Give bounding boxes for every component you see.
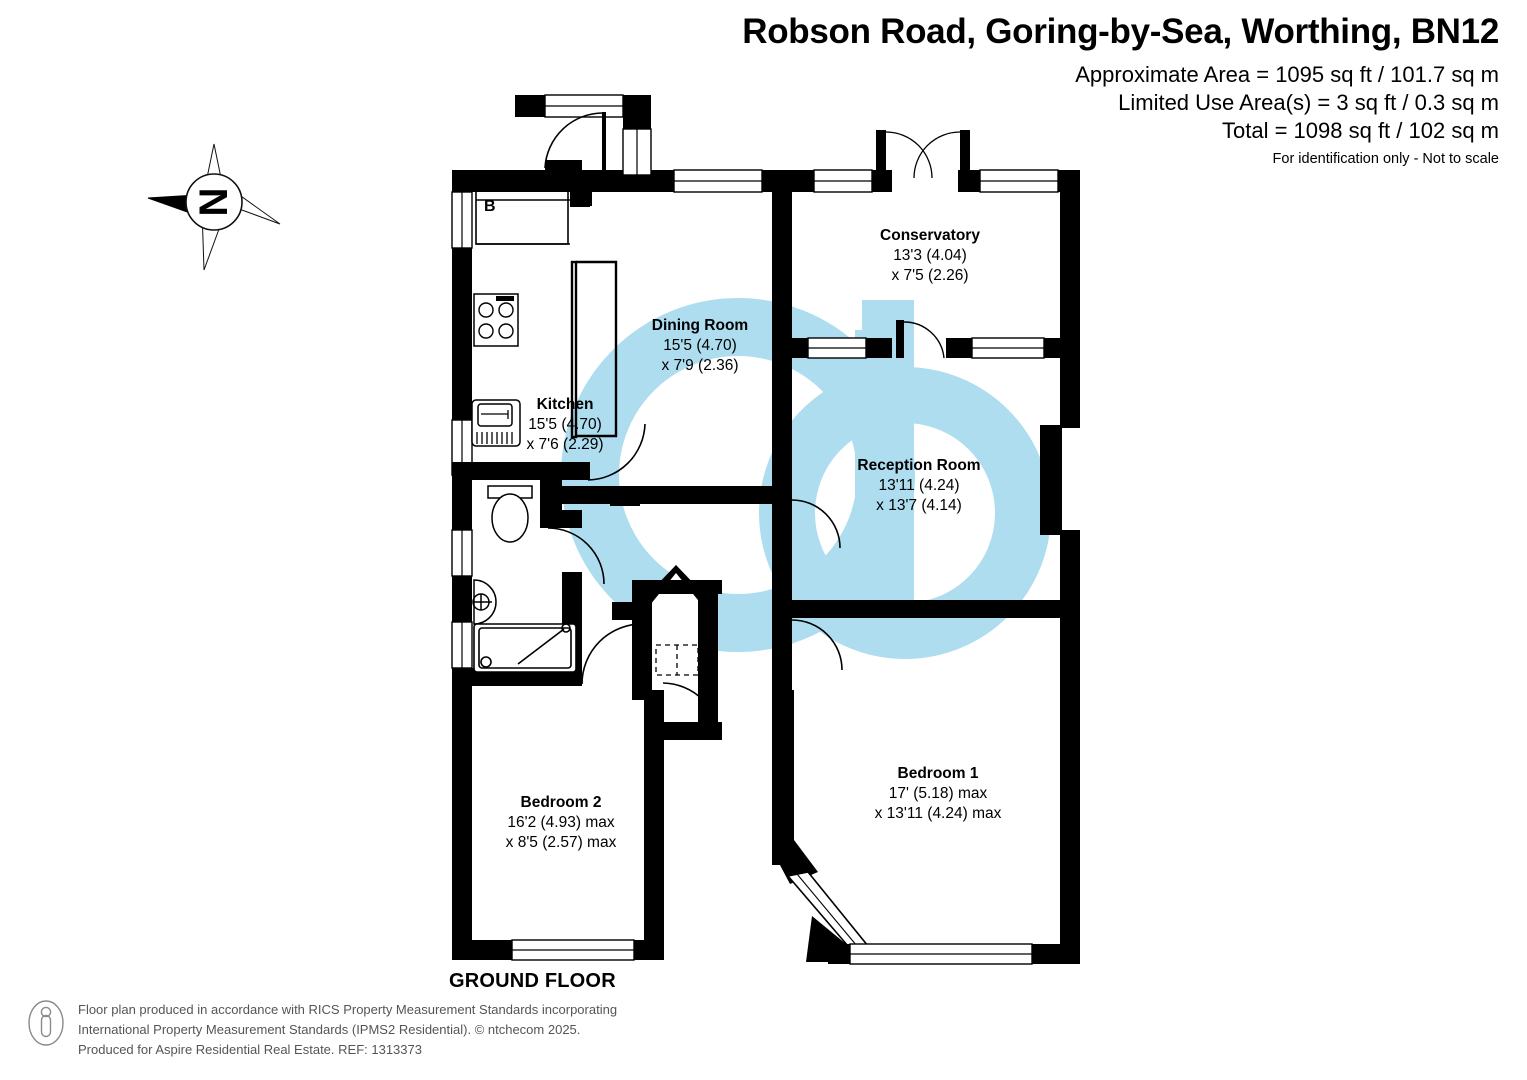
room-label-dining-room: Dining Room 15'5 (4.70) x 7'9 (2.36) <box>590 316 810 376</box>
room-dimension-2: x 13'11 (4.24) max <box>874 805 1002 823</box>
room-name: Kitchen <box>536 396 594 413</box>
approx-area-text: Approximate Area = 1095 sq ft / 101.7 sq… <box>1075 61 1499 87</box>
room-dimension-1: 17' (5.18) max <box>888 785 988 803</box>
room-name: Bedroom 1 <box>897 765 979 782</box>
room-dimension-2: x 7'9 (2.36) <box>661 357 739 375</box>
page-title: Robson Road, Goring-by-Sea, Worthing, BN… <box>742 12 1499 51</box>
footer-line-1: Floor plan produced in accordance with R… <box>78 1002 618 1017</box>
room-dimension-2: x 7'6 (2.29) <box>526 436 604 454</box>
room-label-reception-room: Reception Room 13'11 (4.24) x 13'7 (4.14… <box>806 456 1032 516</box>
disclaimer-text: For identification only - Not to scale <box>1272 150 1499 167</box>
room-dimension-1: 13'11 (4.24) <box>878 477 960 495</box>
room-dimension-1: 16'2 (4.93) max <box>507 814 615 832</box>
room-name: Conservatory <box>880 227 980 244</box>
room-label-bedroom-1: Bedroom 1 17' (5.18) max x 13'11 (4.24) … <box>818 764 1058 824</box>
person-standards-icon <box>28 1000 64 1046</box>
walls <box>451 94 1080 965</box>
footer-block: Floor plan produced in accordance with R… <box>78 1000 617 1059</box>
compass-rose: N <box>140 140 290 275</box>
footer-line-3: Produced for Aspire Residential Real Est… <box>78 1041 422 1057</box>
floor-level-label: GROUND FLOOR <box>449 970 616 992</box>
header-block: Robson Road, Goring-by-Sea, Worthing, BN… <box>742 12 1499 167</box>
total-area-text: Total = 1098 sq ft / 102 sq m <box>1222 117 1499 143</box>
room-dimension-2: x 13'7 (4.14) <box>876 497 962 515</box>
footer-line-2: International Property Measurement Stand… <box>78 1021 581 1037</box>
room-name: Dining Room <box>651 317 749 334</box>
room-dimension-1: 13'3 (4.04) <box>893 247 967 265</box>
room-dimension-2: x 8'5 (2.57) max <box>505 834 617 852</box>
limited-use-area-text: Limited Use Area(s) = 3 sq ft / 0.3 sq m <box>1118 89 1499 115</box>
room-label-bedroom-2: Bedroom 2 16'2 (4.93) max x 8'5 (2.57) m… <box>448 793 674 853</box>
room-dimension-2: x 7'5 (2.26) <box>891 267 969 285</box>
room-dimension-1: 15'5 (4.70) <box>528 416 602 434</box>
compass-north-label: N <box>192 188 236 217</box>
room-name: Reception Room <box>857 457 981 474</box>
room-label-conservatory: Conservatory 13'3 (4.04) x 7'5 (2.26) <box>820 226 1040 286</box>
room-dimension-1: 15'5 (4.70) <box>663 337 737 355</box>
room-label-kitchen: Kitchen 15'5 (4.70) x 7'6 (2.29) <box>455 395 675 455</box>
room-name: Bedroom 2 <box>520 794 602 811</box>
boiler-marker: B <box>484 198 496 215</box>
